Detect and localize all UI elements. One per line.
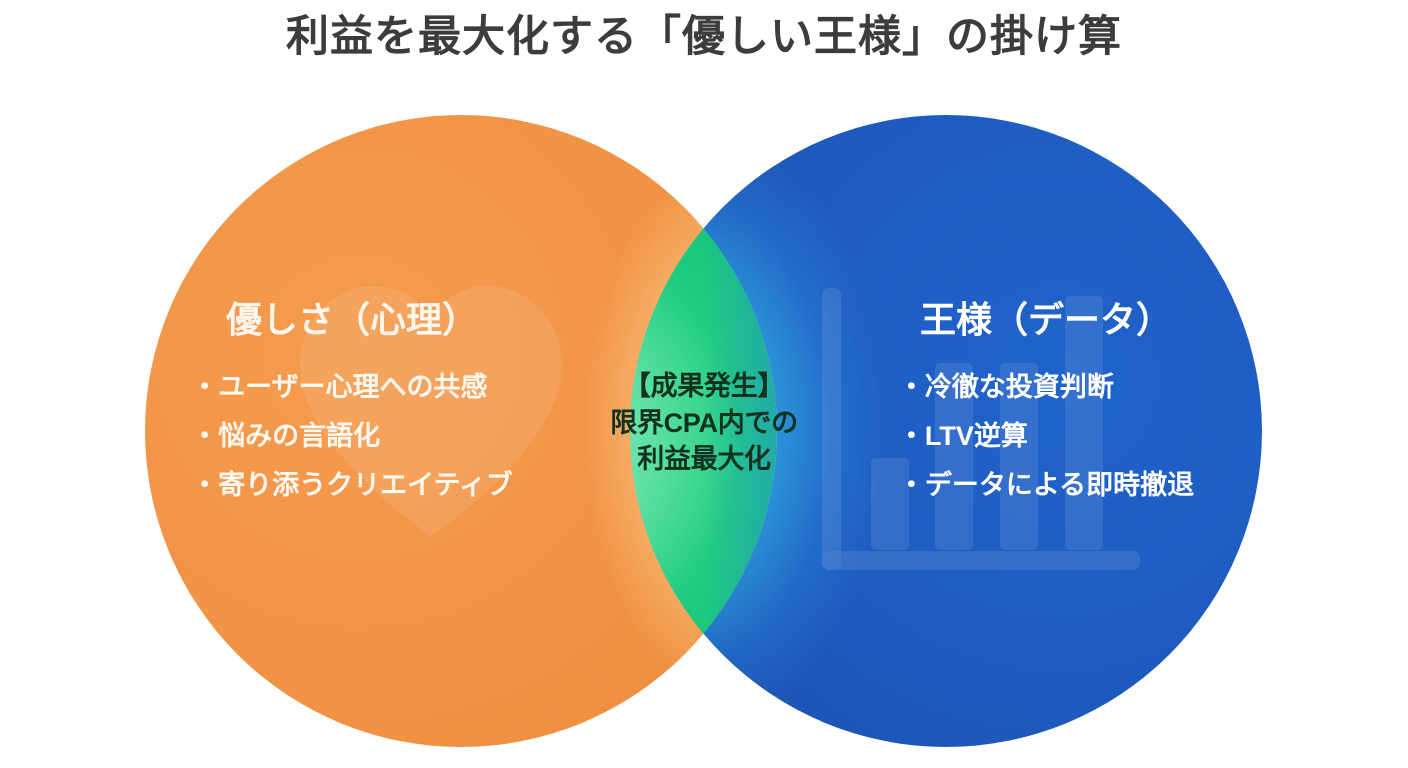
page-title: 利益を最大化する「優しい王様」の掛け算 <box>286 13 1122 61</box>
list-item: ・データによる即時撤退 <box>897 469 1195 500</box>
list-item: ・寄り添うクリエイティブ <box>191 469 513 500</box>
overlap-content: 【成果発生】 限界CPA内での 利益最大化 <box>573 368 835 478</box>
overlap-line: 限界CPA内での <box>610 407 798 438</box>
right-circle-bullet-list: ・冷徹な投資判断 ・LTV逆算 ・データによる即時撤退 <box>897 371 1195 500</box>
overlap-line: 【成果発生】 <box>623 371 785 401</box>
overlap-line: 利益最大化 <box>637 444 771 475</box>
left-circle-heading: 優しさ（心理） <box>225 299 478 340</box>
list-item: ・LTV逆算 <box>897 420 1028 451</box>
left-circle-content: 優しさ（心理） ・ユーザー心理への共感 ・悩みの言語化 ・寄り添うクリエイティブ <box>122 300 582 499</box>
right-circle-heading: 王様（データ） <box>919 299 1172 340</box>
list-item: ・ユーザー心理への共感 <box>191 371 488 402</box>
left-circle-bullet-list: ・ユーザー心理への共感 ・悩みの言語化 ・寄り添うクリエイティブ <box>191 371 513 500</box>
right-circle-content: 王様（データ） ・冷徹な投資判断 ・LTV逆算 ・データによる即時撤退 <box>836 300 1256 499</box>
list-item: ・悩みの言語化 <box>191 420 381 451</box>
list-item: ・冷徹な投資判断 <box>897 371 1114 402</box>
